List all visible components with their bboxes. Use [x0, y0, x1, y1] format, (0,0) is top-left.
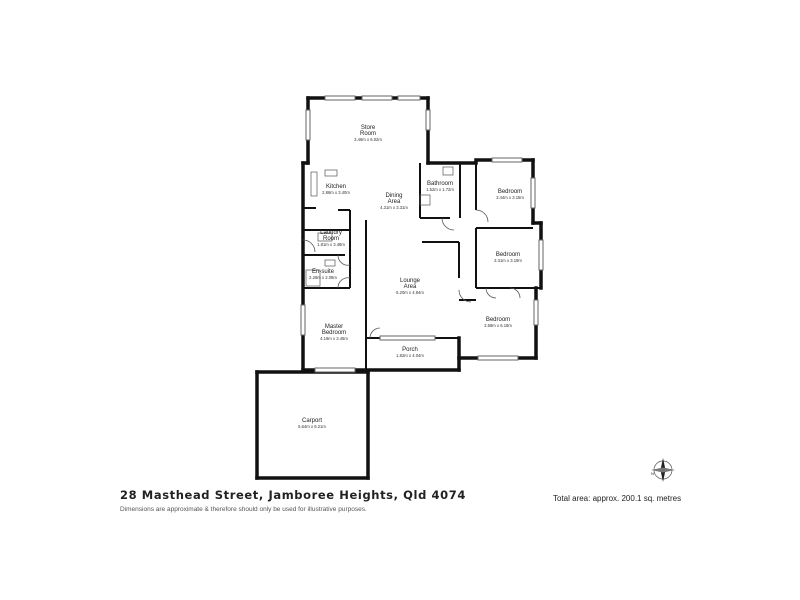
- store-room-name-line2: Room: [360, 131, 376, 137]
- carport-dims: 5.64m x 6.21m: [298, 424, 326, 429]
- laundry-name-line2: Room: [323, 236, 339, 242]
- ensuite-dims: 2.28m x 2.08m: [309, 275, 337, 280]
- room-labels: Store Room 3.46m x 6.02m Kitchen 2.86m x…: [298, 125, 524, 429]
- carport-name: Carport: [302, 418, 322, 424]
- store-room-dims: 3.46m x 6.02m: [354, 137, 382, 142]
- bedroom-2-dims: 3.31m x 3.19m: [494, 258, 522, 263]
- dining-dims: 4.31m x 3.31m: [380, 205, 408, 210]
- master-name-line2: Bedroom: [322, 330, 346, 336]
- compass: N: [651, 458, 675, 482]
- lounge-dims: 5.20m x 4.84m: [396, 290, 424, 295]
- bedroom-3-name: Bedroom: [486, 317, 510, 323]
- bedroom-3-dims: 3.58m x 6.18m: [484, 323, 512, 328]
- lounge-name-line2: Area: [404, 284, 417, 290]
- bathroom-dims: 1.52m x 1.72m: [426, 187, 454, 192]
- store-room-name-line1: Store: [361, 125, 376, 131]
- bathroom-name: Bathroom: [427, 181, 453, 187]
- master-name-line1: Master: [325, 324, 343, 330]
- disclaimer: Dimensions are approximate & therefore s…: [120, 506, 367, 513]
- doors: [302, 209, 521, 339]
- dining-name-line2: Area: [388, 199, 401, 205]
- porch-name: Porch: [402, 347, 418, 353]
- compass-north-label: N: [651, 471, 654, 476]
- compass-cross-icon: [651, 467, 675, 473]
- laundry-dims: 1.81m x 3.48m: [317, 242, 345, 247]
- fixtures: [305, 166, 454, 287]
- bedroom-1-name: Bedroom: [498, 189, 522, 195]
- kitchen-dims: 2.86m x 3.40m: [322, 190, 350, 195]
- kitchen-name: Kitchen: [326, 184, 346, 190]
- windows: [300, 95, 544, 373]
- ensuite-name: En-suite: [312, 269, 335, 275]
- bedroom-2-name: Bedroom: [496, 252, 520, 258]
- laundry-name-line1: Laundry: [320, 230, 342, 236]
- property-address: 28 Masthead Street, Jamboree Heights, Ql…: [120, 488, 466, 502]
- dining-name-line1: Dining: [385, 193, 402, 199]
- master-dims: 4.19m x 3.45m: [320, 336, 348, 341]
- bedroom-1-dims: 3.44m x 3.15m: [496, 195, 524, 200]
- lounge-name-line1: Lounge: [400, 278, 421, 284]
- total-area: Total area: approx. 200.1 sq. metres: [553, 494, 682, 503]
- porch-dims: 1.82m x 4.04m: [396, 353, 424, 358]
